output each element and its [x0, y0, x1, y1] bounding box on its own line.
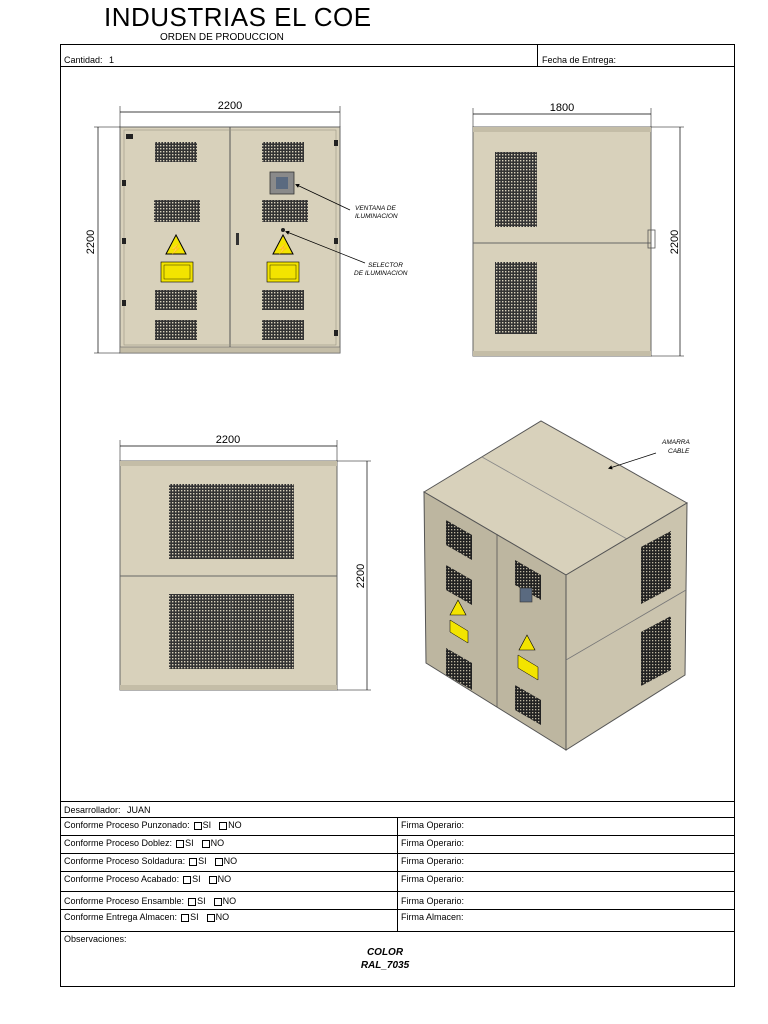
process-label: Conforme Proceso Doblez:: [64, 838, 173, 848]
si-checkbox[interactable]: [189, 857, 198, 866]
header-column-divider: [537, 44, 538, 66]
callout-ventana-line1: VENTANA DE: [355, 205, 396, 212]
isometric-view: [423, 420, 688, 751]
si-checkbox[interactable]: [183, 875, 192, 884]
document-subtitle: ORDEN DE PRODUCCION: [160, 32, 284, 43]
side-height-dimension: 2200: [669, 230, 681, 254]
no-label: NO: [223, 856, 238, 866]
front-view: ⚡ ⚡: [94, 106, 366, 354]
no-checkbox[interactable]: [213, 897, 222, 906]
form-row-line: [60, 909, 735, 910]
desarrollador-label: Desarrollador:: [64, 805, 121, 815]
fecha-entrega-label: Fecha de Entrega:: [542, 55, 617, 65]
no-label: NO: [210, 838, 225, 848]
process-row: Conforme Proceso Doblez: SI NO: [64, 838, 224, 848]
no-checkbox[interactable]: [219, 821, 228, 830]
no-label: NO: [217, 874, 232, 884]
si-checkbox[interactable]: [181, 913, 190, 922]
no-checkbox[interactable]: [214, 857, 223, 866]
si-label: SI: [185, 838, 194, 848]
cantidad-value: 1: [109, 55, 115, 65]
form-row-line: [60, 871, 735, 872]
cantidad-field: Cantidad: 1: [64, 55, 114, 65]
firma-label: Firma Almacen:: [401, 912, 464, 922]
back-view: [119, 440, 371, 691]
callout-amarra-line2: CABLE: [668, 448, 690, 455]
process-row: Conforme Proceso Punzonado: SI NO: [64, 820, 242, 830]
side-width-dimension: 1800: [550, 102, 574, 114]
si-checkbox[interactable]: [176, 839, 185, 848]
process-label: Conforme Proceso Soldadura:: [64, 856, 186, 866]
front-height-dimension: 2200: [85, 230, 97, 254]
svg-text:⚡: ⚡: [277, 242, 289, 255]
firma-label: Firma Operario:: [401, 820, 465, 830]
color-label: COLOR: [366, 947, 404, 958]
svg-text:⚡: ⚡: [170, 242, 182, 255]
document-frame: [60, 44, 735, 987]
no-label: NO: [228, 820, 242, 830]
firma-label: Firma Operario:: [401, 856, 465, 866]
desarrollador-field: Desarrollador: JUAN: [64, 805, 151, 815]
callout-selector-line2: DE ILUMINACION: [354, 270, 408, 277]
process-row: Conforme Entrega Almacen: SI NO: [64, 912, 229, 922]
no-checkbox[interactable]: [208, 875, 217, 884]
si-label: SI: [198, 856, 207, 866]
front-width-dimension: 2200: [218, 100, 242, 112]
no-checkbox[interactable]: [201, 839, 210, 848]
process-label: Conforme Proceso Punzonado:: [64, 820, 190, 830]
form-top-line: [60, 801, 735, 802]
observaciones-label: Observaciones:: [64, 934, 127, 944]
header-divider: [60, 66, 735, 67]
callout-amarra-line1: AMARRA: [661, 439, 690, 446]
cantidad-label: Cantidad:: [64, 55, 103, 65]
form-row-line: [60, 853, 735, 854]
technical-drawing: ⚡ ⚡ 2200 2200 VENTANA DE ILUMINACION SEL…: [85, 100, 690, 751]
color-note: COLOR RAL_7035: [330, 946, 440, 972]
back-height-dimension: 2200: [355, 564, 367, 588]
callout-ventana-line2: ILUMINACION: [355, 213, 398, 220]
no-label: NO: [215, 912, 230, 922]
firma-label: Firma Operario:: [401, 874, 465, 884]
color-value: RAL_7035: [360, 960, 410, 971]
firma-label: Firma Operario:: [401, 838, 465, 848]
si-checkbox[interactable]: [188, 897, 197, 906]
si-label: SI: [202, 820, 212, 830]
desarrollador-value: JUAN: [127, 805, 151, 815]
process-row: Conforme Proceso Acabado: SI NO: [64, 874, 231, 884]
form-row-line: [60, 835, 735, 836]
company-title: INDUSTRIAS EL COE: [104, 2, 372, 32]
form-column-divider: [397, 817, 398, 931]
process-label: Conforme Proceso Ensamble:: [64, 896, 185, 906]
si-label: SI: [197, 896, 206, 906]
callout-selector-line1: SELECTOR: [368, 262, 403, 269]
process-row: Conforme Proceso Ensamble: SI NO: [64, 896, 236, 906]
no-checkbox[interactable]: [206, 913, 215, 922]
si-label: SI: [190, 912, 199, 922]
si-checkbox[interactable]: [193, 821, 202, 830]
process-label: Conforme Proceso Acabado:: [64, 874, 180, 884]
side-view: [472, 108, 684, 357]
si-label: SI: [192, 874, 201, 884]
no-label: NO: [222, 896, 237, 906]
process-label: Conforme Entrega Almacen:: [64, 912, 178, 922]
back-width-dimension: 2200: [216, 434, 240, 446]
form-bottom-line: [60, 931, 735, 932]
form-row-line: [60, 891, 735, 892]
firma-label: Firma Operario:: [401, 896, 465, 906]
process-row: Conforme Proceso Soldadura: SI NO: [64, 856, 237, 866]
